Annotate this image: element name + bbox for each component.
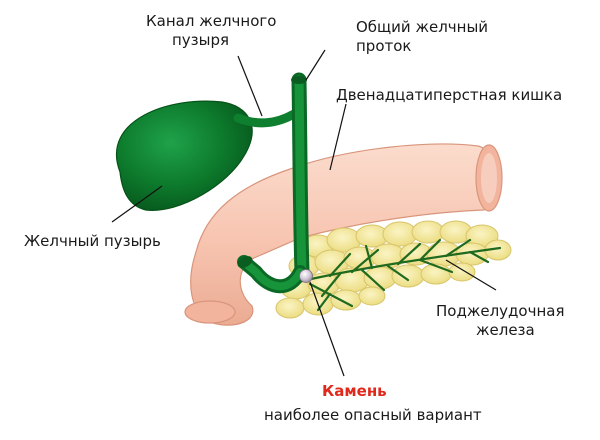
pancreas: [275, 220, 512, 319]
leader-cystic-duct: [237, 55, 263, 117]
label-cystic-duct: Канал желчного пузыря: [146, 12, 276, 50]
leader-pancreas: [445, 259, 497, 291]
label-common-bile-duct: Общий желчный проток: [356, 18, 488, 56]
leader-stone: [309, 281, 345, 377]
leader-common-bile-duct: [305, 49, 326, 81]
pancreatic-duct: [296, 238, 502, 312]
label-duodenum: Двенадцатиперстная кишка: [336, 86, 563, 104]
leader-lines: [111, 49, 497, 377]
label-pancreas-line2: железа: [476, 321, 535, 339]
common-bile-duct: [291, 72, 310, 280]
label-cystic-duct-line1: Канал желчного: [146, 12, 277, 30]
label-stone-note: наиболее опасный вариант: [264, 406, 482, 424]
stone: [299, 269, 313, 283]
leader-gallbladder: [111, 185, 163, 223]
duct-opening: [237, 255, 307, 294]
label-common-bile-duct-line2: проток: [356, 37, 412, 55]
label-stone: Камень: [322, 382, 387, 400]
cystic-duct: [233, 109, 299, 128]
label-pancreas: Поджелудочная железа: [436, 302, 564, 340]
label-common-bile-duct-line1: Общий желчный: [356, 18, 489, 36]
leader-duodenum: [329, 103, 347, 171]
label-gallbladder: Желчный пузырь: [24, 232, 161, 250]
label-pancreas-line1: Поджелудочная: [436, 302, 565, 320]
label-cystic-duct-line2: пузыря: [172, 31, 230, 49]
gallbladder: [116, 100, 253, 211]
